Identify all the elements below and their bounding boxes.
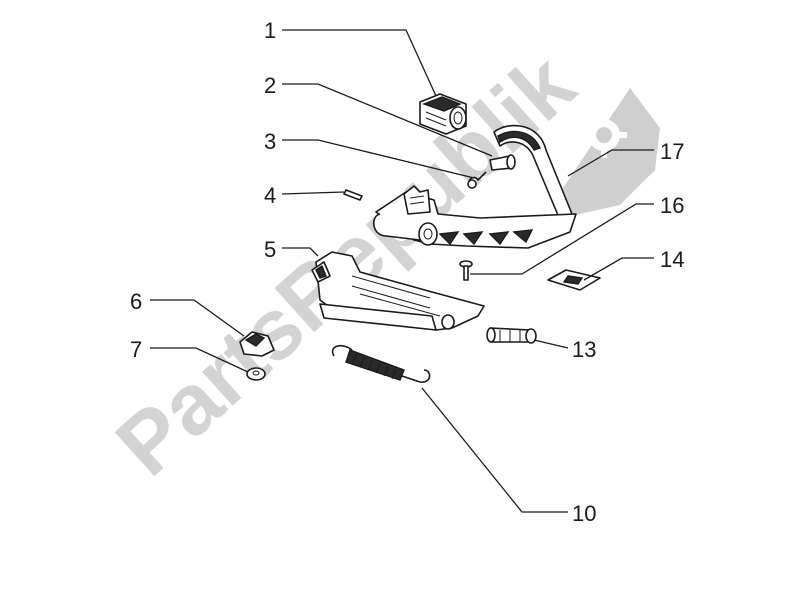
callout-14: 14 (660, 247, 684, 272)
callout-4: 4 (264, 183, 276, 208)
callout-13: 13 (572, 337, 596, 362)
part-4-small-pin (343, 189, 363, 201)
part-main-stand-arm (373, 185, 577, 249)
leader-17 (567, 149, 654, 177)
part-7-washer (246, 367, 266, 381)
part-16-bolt (459, 260, 473, 281)
leader-6 (150, 299, 245, 337)
callout-2: 2 (264, 73, 276, 98)
part-1-rubber-pad (419, 93, 467, 135)
part-5-stand-bracket (311, 251, 485, 331)
callout-labels: 1 2 3 4 5 6 7 10 13 14 16 17 (130, 18, 684, 526)
watermark: PartsRepublik (98, 36, 660, 494)
leader-7 (150, 347, 249, 373)
leader-16 (470, 203, 654, 275)
leader-3 (282, 139, 475, 179)
leader-5 (282, 247, 319, 257)
leader-lines (150, 29, 654, 513)
leader-14 (583, 257, 654, 281)
leader-1 (282, 29, 437, 97)
leader-4 (281, 191, 345, 195)
callout-6: 6 (130, 289, 142, 314)
callout-10: 10 (572, 501, 596, 526)
part-6-rubber-stop (239, 331, 275, 357)
callout-3: 3 (264, 129, 276, 154)
part-10-spring (331, 344, 431, 383)
leader-10 (421, 387, 568, 513)
part-14-plate (547, 269, 601, 291)
watermark-gear-flag-icon (555, 88, 660, 215)
callout-1: 1 (264, 18, 276, 43)
leader-13 (533, 339, 569, 349)
callout-5: 5 (264, 237, 276, 262)
callout-7: 7 (130, 337, 142, 362)
part-2-pin (489, 154, 516, 171)
callout-17: 17 (660, 139, 684, 164)
callout-16: 16 (660, 193, 684, 218)
leader-2 (282, 83, 493, 157)
part-13-bushing (486, 327, 537, 344)
